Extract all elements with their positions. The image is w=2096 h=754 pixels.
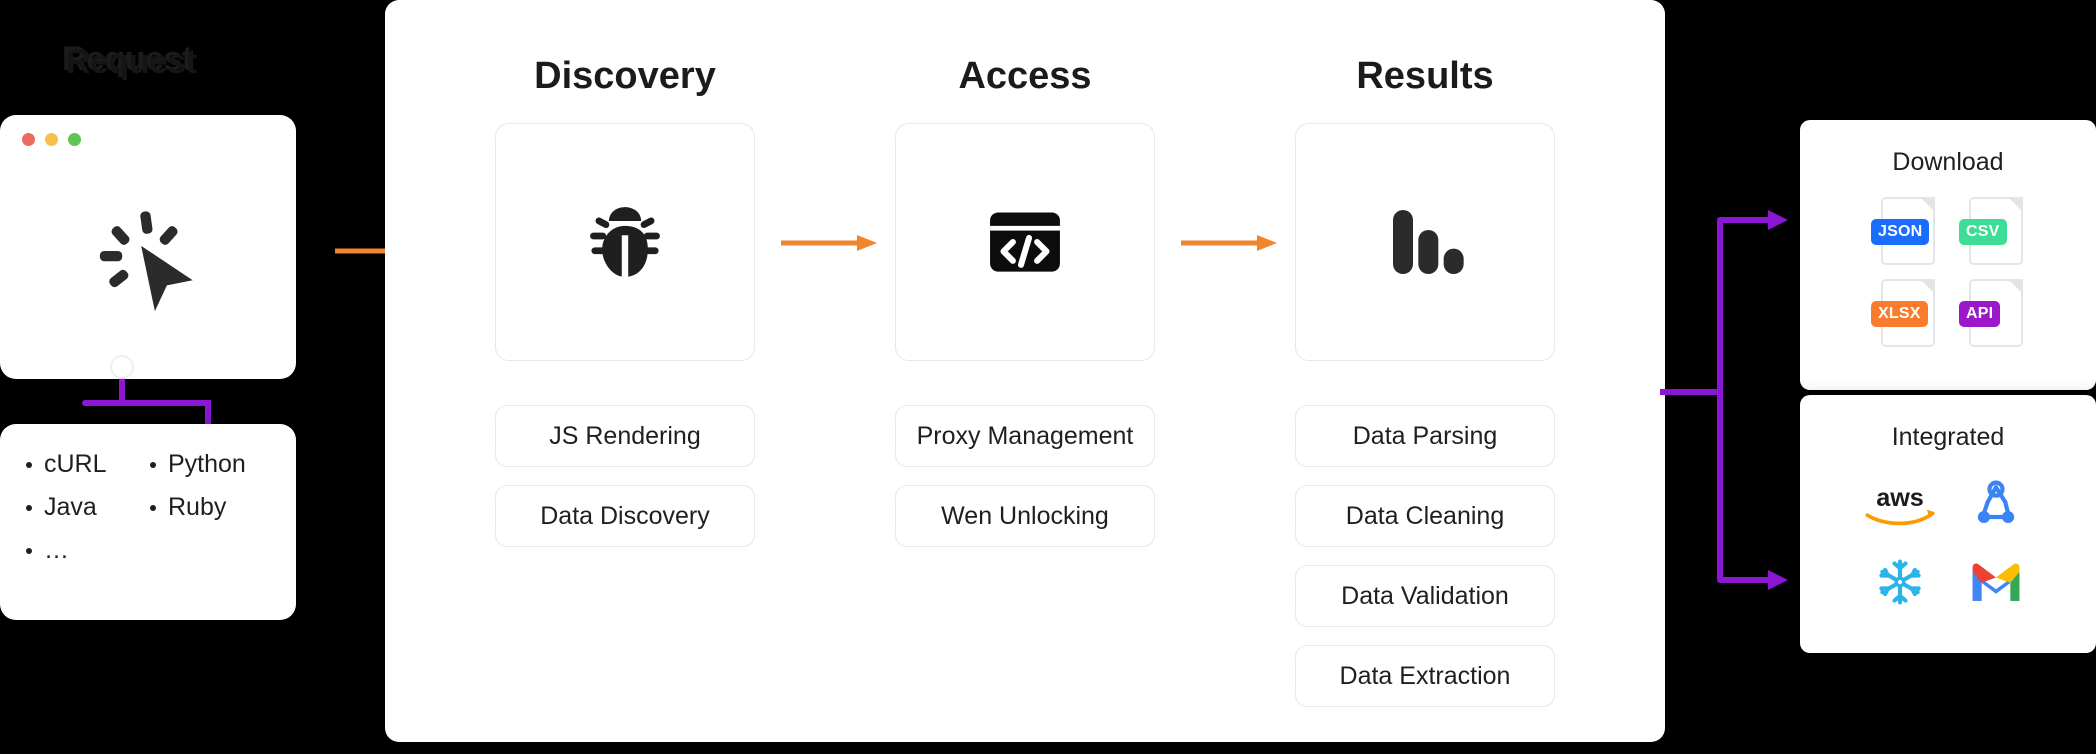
cursor-click-icon [99,210,193,311]
arrow-discovery-to-access [781,235,877,251]
bar-chart-icon [1393,210,1464,274]
icon-box-access [895,123,1155,361]
brand-label-text: Request [62,40,193,78]
pill-data-extraction[interactable]: Data Extraction [1295,645,1555,707]
list-item: cURL [26,450,144,479]
file-fold-icon [1920,279,1935,294]
icon-box-discovery [495,123,755,361]
bullet-icon [26,504,32,511]
file-icon-xlsx[interactable]: XLSX [1871,279,1935,349]
svg-text:aws: aws [1876,484,1924,512]
pill-proxy-management[interactable]: Proxy Management [895,405,1155,467]
file-fold-icon [1920,197,1935,212]
integrated-card: Integrated aws [1800,395,2096,653]
download-card: Download JSON CSV XLSX API [1800,120,2096,390]
pill-wen-unlocking[interactable]: Wen Unlocking [895,485,1155,547]
bullet-icon [26,547,32,554]
gmail-logo[interactable] [1954,552,2038,612]
language-label: … [44,536,69,564]
column-title-results: Results [1356,55,1494,97]
file-icon-api[interactable]: API [1959,279,2023,349]
languages-card: cURL Python Java Ruby … [0,424,296,620]
list-item: Ruby [150,493,270,522]
file-icon-json[interactable]: JSON [1871,197,1935,267]
list-item: Python [150,450,270,479]
pill-data-validation[interactable]: Data Validation [1295,565,1555,627]
bullet-icon [150,461,156,468]
bullet-icon [26,461,32,468]
brand-label-ghost: Request [66,43,197,81]
list-item: … [26,536,144,565]
purple-connector-left [82,355,211,436]
webhook-logo[interactable] [1954,474,2038,534]
close-dot-icon[interactable] [22,133,35,146]
list-item: Java [26,493,144,522]
pill-data-cleaning[interactable]: Data Cleaning [1295,485,1555,547]
traffic-lights [0,115,296,146]
file-fold-icon [2008,279,2023,294]
file-icon-csv[interactable]: CSV [1959,197,2023,267]
integrated-title: Integrated [1891,423,2005,451]
download-title: Download [1892,148,2004,176]
format-badge-label: XLSX [1871,301,1928,327]
column-title-access: Access [958,55,1092,97]
icon-box-results [1295,123,1555,361]
format-badge-label: CSV [1959,219,2007,245]
format-badge-label: API [1959,301,2001,327]
format-badge-label: JSON [1871,219,1930,245]
language-label: Java [44,493,97,521]
pill-js-rendering[interactable]: JS Rendering [495,405,755,467]
column-title-discovery: Discovery [534,55,716,97]
brand-label: Request Request [62,40,197,81]
bullet-icon [150,504,156,511]
integrated-logo-grid: aws [1800,452,2096,612]
file-fold-icon [2008,197,2023,212]
maximize-dot-icon[interactable] [68,133,81,146]
minimize-dot-icon[interactable] [45,133,58,146]
download-format-grid: JSON CSV XLSX API [1800,177,2096,349]
language-label: Ruby [168,493,227,521]
pill-data-discovery[interactable]: Data Discovery [495,485,755,547]
arrow-access-to-results [1181,235,1277,251]
bug-icon [590,207,660,279]
purple-connector-right [1660,210,1788,590]
browser-window-card [0,115,296,379]
language-label: Python [168,450,246,478]
pill-data-parsing[interactable]: Data Parsing [1295,405,1555,467]
language-label: cURL [44,450,107,478]
pipeline-panel: Discovery JS Rendering Data Discovery [385,0,1665,742]
aws-logo[interactable]: aws [1858,474,1942,534]
snowflake-logo[interactable] [1858,552,1942,612]
code-window-icon [990,212,1060,272]
languages-list: cURL Python Java Ruby … [26,450,270,594]
browser-body [0,146,296,379]
